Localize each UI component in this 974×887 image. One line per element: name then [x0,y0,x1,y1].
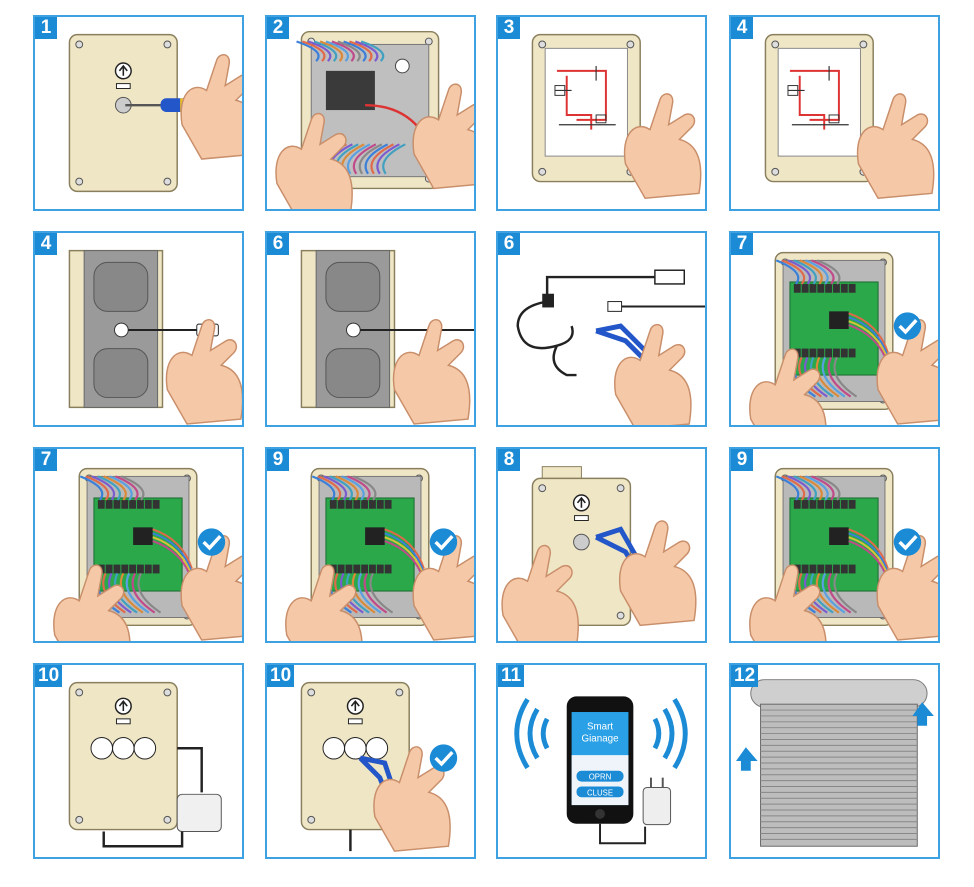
hand [180,535,242,641]
hand [165,319,242,425]
hand [749,564,827,641]
step-illustration [300,249,474,425]
step-number-badge: 4 [731,17,753,39]
hand [285,564,363,641]
step-number-badge: 7 [35,449,57,471]
check-circle-icon [893,528,922,556]
step-number-badge: 3 [498,17,520,39]
step-number-badge: 9 [731,449,753,471]
step-panel: 3 [496,15,707,211]
hand [856,93,935,199]
step-illustration [749,251,938,425]
hand [412,83,474,190]
phone-title-line2: Gianage [582,733,619,744]
step-number-badge: 9 [267,449,289,471]
hand [412,535,474,641]
wireless-signal-icon [514,697,688,770]
step-number-badge: 2 [267,17,289,39]
hand [876,535,938,641]
hand [614,323,692,425]
check-circle-icon [429,528,458,556]
hand [618,520,697,627]
step-illustration [68,681,222,848]
step-panel: 1 [33,15,244,211]
step-panel: 4 [729,15,940,211]
step-illustration [516,269,705,425]
step-number-badge: 11 [498,665,525,687]
open-button[interactable] [576,770,624,782]
step-illustration [300,681,458,852]
hand [373,746,451,852]
step-number-badge: 12 [731,665,759,687]
close-label: CLUSE [587,788,613,797]
close-button[interactable] [576,786,624,798]
step-illustration [749,467,938,641]
step-panel: 12 [729,663,940,859]
step-panel: 2 [265,15,476,211]
step-panel: 9 [265,447,476,643]
step-number-badge: 6 [498,233,520,255]
step-number-badge: 10 [267,665,295,687]
hand [275,112,353,209]
step-number-badge: 4 [35,233,57,255]
step-illustration: Smart Gianage OPRN CLUSE [514,696,688,845]
step-illustration [68,33,242,193]
hand [749,348,827,425]
step-panel: 6 [496,231,707,427]
step-illustration [531,33,702,199]
hand [180,54,242,160]
arrow-up-icon [114,697,132,725]
step-panel: 11 Smart Gianage OPRN CLUSE [496,663,707,859]
step-number-badge: 6 [267,233,289,255]
step-panel: 6 [265,231,476,427]
arrow-up-icon [572,494,590,521]
step-panel: 4 [33,231,244,427]
step-panel: 10 [265,663,476,859]
hand [53,564,131,641]
check-circle-icon [429,744,458,772]
hand [623,93,702,199]
step-panel: 7 [729,231,940,427]
step-illustration [501,466,697,641]
step-illustration [53,467,242,641]
arrow-up-icon [346,697,364,725]
open-label: OPRN [589,773,612,782]
step-number-badge: 1 [35,17,57,39]
step-illustration [285,467,474,641]
step-number-badge: 8 [498,449,520,471]
step-illustration [736,679,934,847]
step-number-badge: 10 [35,665,63,687]
phone-title-line1: Smart [587,722,613,733]
step-number-badge: 7 [731,233,753,255]
check-circle-icon [197,528,226,556]
step-panel: 9 [729,447,940,643]
step-panel: 10 [33,663,244,859]
step-panel: 8 [496,447,707,643]
step-illustration [68,249,242,425]
hand [392,319,471,425]
hand [501,544,580,641]
arrow-up-icon [114,62,132,89]
check-circle-icon [893,312,922,340]
hand [876,319,938,425]
step-illustration [764,33,935,199]
step-illustration [275,30,474,209]
step-panel: 7 [33,447,244,643]
